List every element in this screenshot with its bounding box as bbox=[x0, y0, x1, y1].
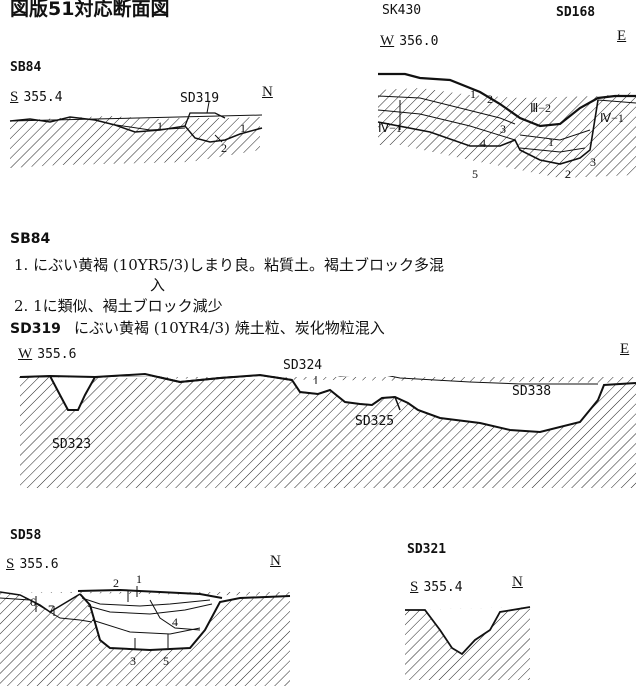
sk430-layer-label: 4 bbox=[480, 136, 486, 150]
sb84-title: SB84 bbox=[10, 60, 42, 75]
sd58-section: 2 1 4 6 7 3 5 bbox=[0, 572, 291, 686]
sd321-title: SD321 bbox=[407, 542, 447, 557]
sk430-layer-label: 3 bbox=[500, 122, 506, 136]
elevation-label: 356.0 bbox=[399, 34, 439, 49]
sk430-layer-label: 5 bbox=[472, 167, 478, 181]
sd321-section bbox=[405, 606, 531, 680]
direction-label: S bbox=[6, 556, 15, 572]
sk430-layer-label: 2 bbox=[487, 92, 493, 106]
direction-label: E bbox=[620, 341, 630, 357]
direction-label: E bbox=[617, 28, 627, 44]
sb84-scale: S 355.4 bbox=[10, 86, 63, 106]
sd325-label: SD325 bbox=[355, 414, 395, 429]
sb84-layer-label: 1 bbox=[240, 121, 246, 135]
sd58-layer-label: 5 bbox=[163, 654, 169, 668]
sd321-scale: S 355.4 bbox=[410, 576, 463, 596]
direction-label: W bbox=[380, 33, 395, 49]
sd168-title: SD168 bbox=[556, 5, 596, 20]
sd319-label: SD319 bbox=[180, 91, 220, 106]
sd319-note-text: にぶい黄褐 (10YR4/3) 焼土粒、炭化物粒混入 bbox=[74, 319, 385, 337]
sk430-scale: W 356.0 bbox=[380, 30, 438, 50]
direction-label: S bbox=[10, 89, 19, 105]
notes-heading: SB84 bbox=[10, 231, 51, 247]
sd58-title: SD58 bbox=[10, 528, 42, 543]
sd58-layer-label: 6 bbox=[30, 595, 36, 609]
direction-label: S bbox=[410, 579, 419, 595]
direction-label: N bbox=[270, 553, 281, 569]
sk430-title: SK430 bbox=[382, 3, 422, 18]
sd58-scale: S 355.6 bbox=[6, 553, 59, 573]
sk430-layer-label: 2 bbox=[565, 167, 571, 181]
long-section bbox=[19, 371, 636, 488]
sk430-layer-label: Ⅲ−2 bbox=[530, 101, 551, 115]
sk430-layer-label: 1 bbox=[470, 87, 476, 101]
sd58-layer-label: 7 bbox=[48, 602, 54, 616]
elevation-label: 355.6 bbox=[19, 557, 59, 572]
sk430-layer-label: Ⅳ−1 bbox=[378, 121, 402, 135]
sk430-section: 1 2 Ⅲ−2 3 Ⅳ−1 Ⅳ−1 4 1 5 2 3 bbox=[377, 72, 636, 181]
sd58-layer-label: 3 bbox=[130, 654, 136, 668]
sb84-section: 1 1 2 bbox=[9, 101, 263, 168]
elevation-label: 355.6 bbox=[37, 347, 77, 362]
sd58-layer-label: 4 bbox=[172, 615, 178, 629]
long-section-scale: W 355.6 bbox=[18, 343, 76, 363]
note-line: 入 bbox=[150, 276, 166, 294]
sb84-layer-label: 2 bbox=[221, 141, 227, 155]
sk430-layer-label: 1 bbox=[548, 135, 554, 149]
sd58-layer-label: 2 bbox=[113, 576, 119, 590]
note-line: 1. にぶい黄褐 (10YR5/3)しまり良。粘質土。褐土ブロック多混 bbox=[14, 256, 444, 274]
sd323-label: SD323 bbox=[52, 437, 92, 452]
sd338-label: SD338 bbox=[512, 384, 552, 399]
sb84-layer-label: 1 bbox=[157, 119, 163, 133]
direction-label: N bbox=[512, 574, 523, 590]
elevation-label: 355.4 bbox=[423, 580, 463, 595]
sk430-layer-label: Ⅳ−1 bbox=[600, 111, 624, 125]
sd319-note-label: SD319 bbox=[10, 321, 61, 337]
sd324-label: SD324 bbox=[283, 358, 323, 373]
direction-label: W bbox=[18, 346, 33, 362]
direction-label: N bbox=[262, 84, 273, 100]
sd58-layer-label: 1 bbox=[136, 572, 142, 586]
sk430-layer-label: 3 bbox=[590, 155, 596, 169]
page-title: 図版51対応断面図 bbox=[10, 0, 170, 20]
note-line: 2. 1に類似、褐土ブロック減少 bbox=[14, 297, 223, 315]
note-line: SD319 にぶい黄褐 (10YR4/3) 焼土粒、炭化物粒混入 bbox=[10, 317, 385, 338]
elevation-label: 355.4 bbox=[23, 90, 63, 105]
